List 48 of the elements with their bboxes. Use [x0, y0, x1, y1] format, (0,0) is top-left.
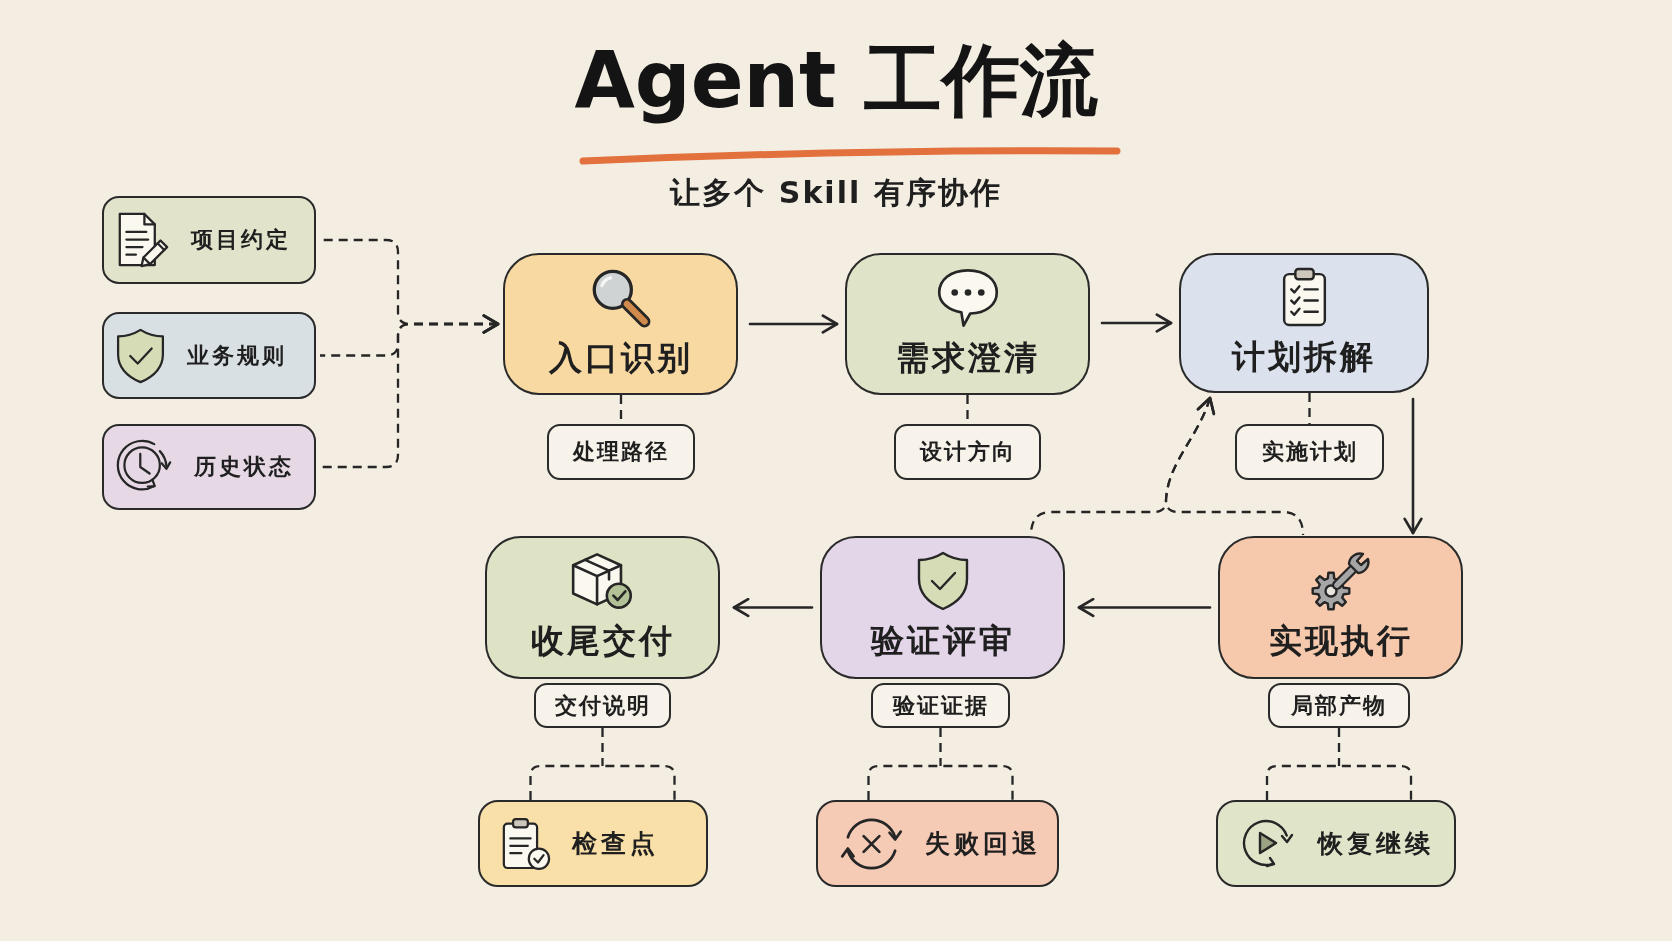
- recovery-card: [1216, 800, 1456, 887]
- step-card: [845, 253, 1090, 395]
- input-label: 项目约定: [191, 225, 291, 254]
- output-tag: [1235, 424, 1384, 480]
- step-card: [485, 536, 720, 679]
- recovery-card: [478, 800, 708, 887]
- input-label: 业务规则: [187, 340, 287, 370]
- title: Agent 工作流: [574, 34, 1098, 127]
- arrow: [732, 597, 814, 618]
- input-card: [102, 312, 316, 399]
- output-tag: [534, 683, 671, 728]
- dashed-arrow: [320, 314, 500, 469]
- input-label: 历史状态: [194, 452, 294, 481]
- step-card: [503, 253, 738, 395]
- step-title: 收尾交付: [530, 620, 675, 662]
- output-tag: [894, 424, 1041, 480]
- output-tag: [1268, 683, 1410, 728]
- recovery-label: 恢复继续: [1318, 828, 1434, 860]
- output-label: 局部产物: [1291, 690, 1387, 720]
- step-card: [820, 536, 1065, 679]
- recovery-label: 检查点: [572, 828, 659, 860]
- output-label: 处理路径: [573, 437, 669, 466]
- step-card: [1218, 536, 1463, 679]
- arrow: [1403, 397, 1423, 535]
- input-card: [102, 196, 316, 284]
- step-title: 验证评审: [870, 620, 1015, 662]
- output-label: 实施计划: [1261, 437, 1358, 466]
- dashed-connector: [1308, 393, 1311, 424]
- recovery-card: [816, 800, 1059, 887]
- dashed-connector: [867, 726, 1014, 802]
- step-title: 入口识别: [548, 336, 693, 379]
- step-title: 需求澄清: [895, 336, 1040, 379]
- step-card: [1179, 253, 1429, 393]
- dashed-connector: [1265, 726, 1413, 802]
- recovery-label: 失败回退: [925, 828, 1041, 860]
- output-label: 设计方向: [919, 437, 1016, 466]
- arrow: [1077, 597, 1212, 618]
- output-tag: [871, 683, 1010, 728]
- output-label: 验证证据: [892, 690, 989, 720]
- arrow: [1100, 313, 1173, 333]
- subtitle: 让多个 Skill 有序协作: [670, 174, 1002, 212]
- output-label: 交付说明: [554, 690, 651, 720]
- output-tag: [547, 424, 695, 480]
- step-title: 实现执行: [1268, 620, 1413, 662]
- arrow: [748, 314, 839, 334]
- step-title: 计划拆解: [1232, 335, 1376, 378]
- input-card: [102, 424, 316, 510]
- dashed-connector: [529, 726, 676, 802]
